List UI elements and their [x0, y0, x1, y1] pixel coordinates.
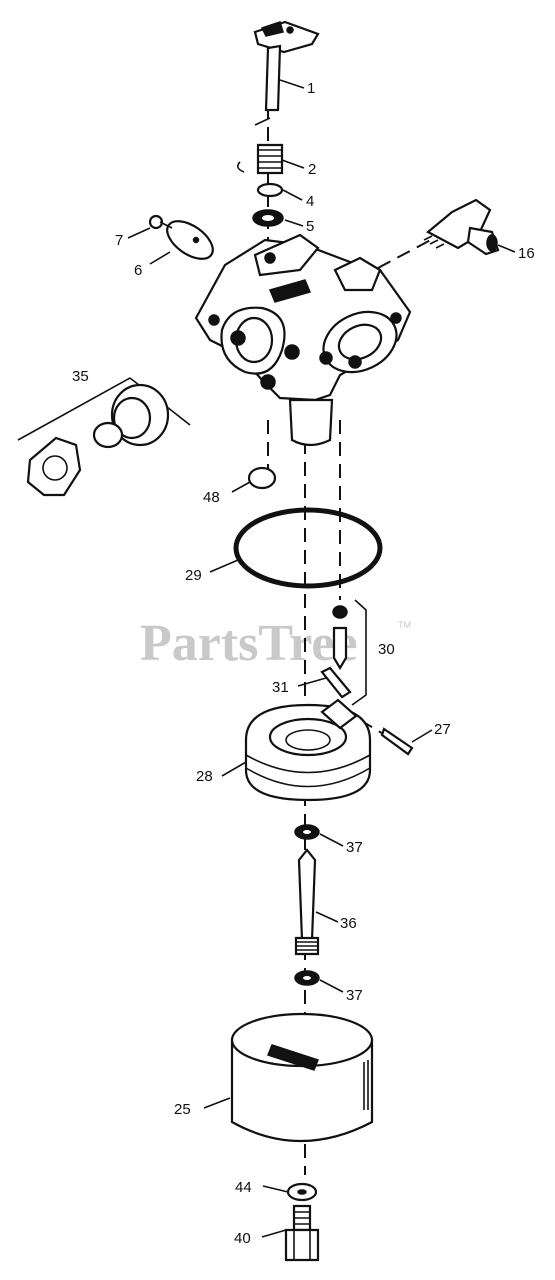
callout-28: 28 [196, 768, 213, 785]
callout-40: 40 [234, 1230, 251, 1247]
callout-5: 5 [306, 218, 314, 235]
callout-36: 36 [340, 915, 357, 932]
part-36-main-nozzle [294, 848, 320, 956]
callout-6: 6 [134, 262, 142, 279]
part-4-washer [256, 182, 284, 198]
part-29-bowl-gasket [233, 507, 383, 589]
part-30-inlet-needle [332, 599, 367, 706]
part-31-float-hinge [320, 666, 352, 699]
callout-29: 29 [185, 567, 202, 584]
callout-7: 7 [115, 232, 123, 249]
callout-44: 44 [235, 1179, 252, 1196]
part-37-o-ring-lower [294, 970, 320, 986]
part-7-screw [148, 214, 173, 230]
callout-37-upper: 37 [346, 839, 363, 856]
part-35-primer-assembly [17, 377, 191, 497]
watermark-trademark: TM [398, 620, 411, 630]
part-37-o-ring-upper [294, 824, 320, 840]
part-25-float-bowl [230, 1012, 374, 1142]
part-5-seal [252, 209, 284, 227]
leader-lines [127, 79, 516, 1238]
callout-27: 27 [434, 721, 451, 738]
part-1-choke-lever [253, 20, 320, 112]
callout-4: 4 [306, 193, 314, 210]
callout-25: 25 [174, 1101, 191, 1118]
callout-30: 30 [378, 641, 395, 658]
part-48-plug [247, 466, 277, 490]
carburetor-body [194, 233, 412, 447]
callout-37-lower: 37 [346, 987, 363, 1004]
part-44-washer [286, 1182, 318, 1202]
part-27-float-pin [380, 727, 414, 756]
callout-31: 31 [272, 679, 289, 696]
callout-2: 2 [308, 161, 316, 178]
part-16-fuel-elbow [423, 198, 500, 256]
watermark-logo: PartsTree [140, 615, 358, 672]
part-6-choke-plate [166, 220, 214, 260]
callouts: 1 2 4 5 6 7 16 35 48 29 30 31 27 28 37 3… [72, 80, 535, 1247]
callout-16: 16 [518, 245, 535, 262]
callout-1: 1 [307, 80, 315, 97]
part-28-float [244, 698, 372, 802]
part-2-spring [236, 117, 284, 175]
callout-35: 35 [72, 368, 89, 385]
callout-48: 48 [203, 489, 220, 506]
part-40-bowl-nut [284, 1204, 320, 1262]
